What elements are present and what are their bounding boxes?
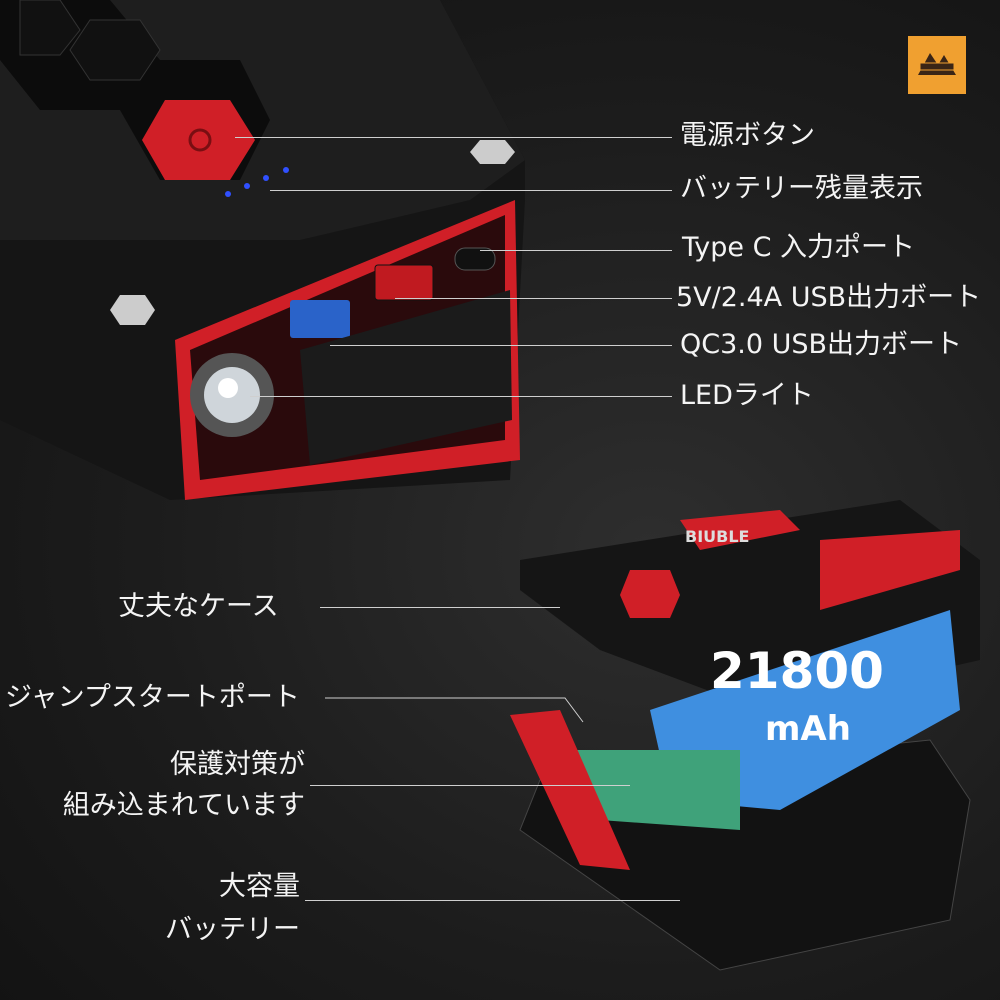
protection-leader — [310, 785, 630, 786]
jump-start-port — [510, 710, 630, 870]
battery-indicator-leader — [270, 190, 672, 191]
label-protection-2: 組み込まれています — [62, 790, 305, 821]
battery-capacity: 21800 — [710, 642, 884, 700]
label-usb-output: 5V/2.4A USB出力ボート — [676, 282, 982, 313]
label-battery-indicator: バッテリー残量表示 — [680, 173, 923, 204]
label-battery-2: バッテリー — [165, 914, 300, 945]
power-button-leader — [235, 137, 672, 138]
power-icon — [188, 128, 212, 152]
label-power-button: 電源ボタン — [680, 120, 815, 151]
label-type-c: Type C 入力ポート — [682, 232, 916, 263]
jump-starter-front-view — [0, 0, 525, 500]
brand-logo: BIUBLE — [685, 527, 749, 546]
led-leader — [250, 396, 672, 397]
type-c-port — [454, 247, 496, 271]
mountain-logo-icon — [918, 53, 956, 75]
label-case: 丈夫なケース — [118, 591, 279, 622]
usb-port — [374, 264, 434, 301]
battery-level-leds — [225, 167, 289, 197]
type-c-leader — [480, 250, 672, 251]
label-qc3-output: QC3.0 USB出力ボート — [680, 329, 963, 360]
label-led-light: LEDライト — [680, 380, 814, 411]
case-leader — [320, 607, 560, 608]
label-protection-1: 保護対策が — [170, 749, 305, 780]
usb-leader — [395, 298, 672, 299]
power-button — [142, 100, 255, 180]
battery-leader — [305, 900, 680, 901]
qc3-leader — [330, 345, 672, 346]
label-battery-1: 大容量 — [219, 871, 300, 902]
jump-port-leader — [325, 697, 584, 723]
qc3-usb-port — [290, 300, 350, 338]
battery-unit: mAh — [765, 709, 851, 749]
label-jump-port: ジャンプスタートポート — [5, 682, 300, 713]
brand-logo-badge — [908, 36, 966, 94]
jump-starter-exploded-view: 21800 mAh BIUBLE — [510, 500, 980, 971]
